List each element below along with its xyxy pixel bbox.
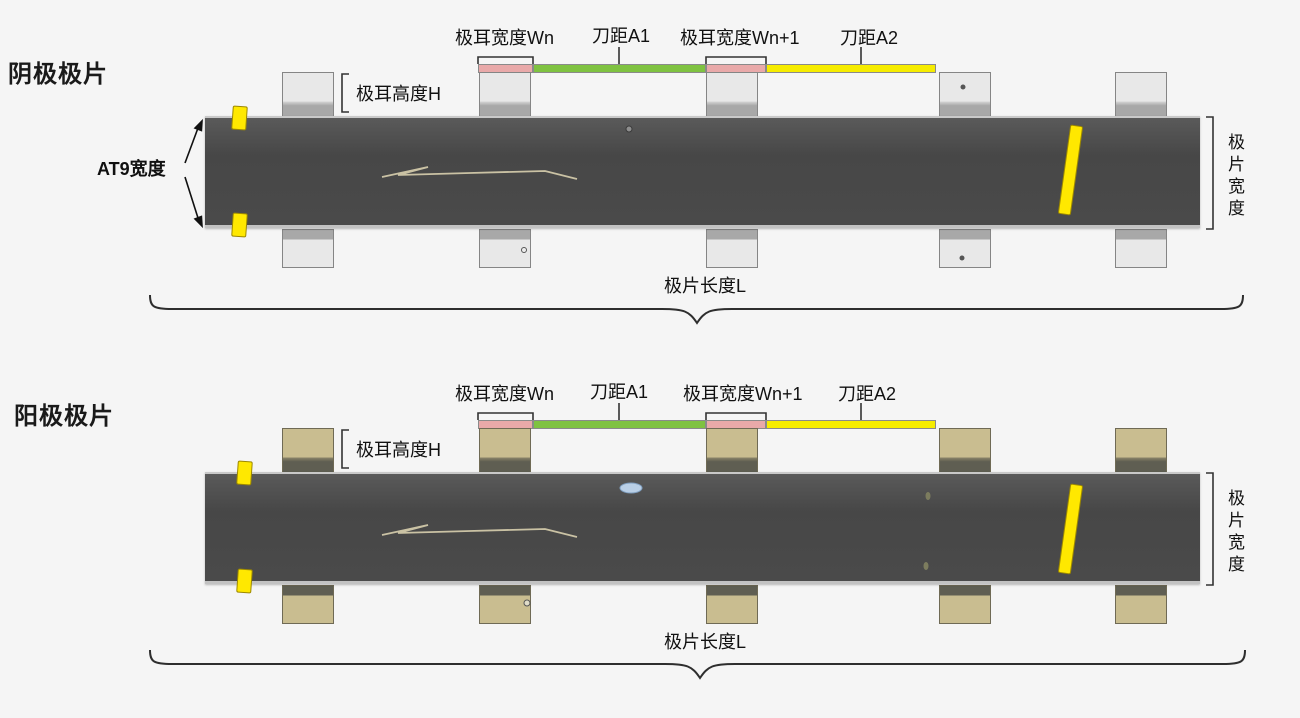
cathode-tab-width-wn-label: 极耳宽度Wn [455,28,554,48]
at9-arrows [184,118,203,229]
anode-defect-marker-top-left [236,460,253,486]
cathode-sheet-width-label: 极片宽度 [1225,133,1244,221]
anode-title: 阳极极片 [14,403,114,430]
cathode-sheet-width-bracket [1206,116,1214,230]
cathode-blade-pitch-a1-label: 刀距A1 [592,26,651,46]
cathode-tab-top-1 [282,72,334,117]
anode-tab-top-3 [706,428,758,473]
anode-wn1-measure-bracket [705,412,767,420]
anode-blade-pitch-a1-label: 刀距A1 [590,382,649,402]
cathode-defect-marker-bottom-left [231,212,248,238]
cathode-title: 阴极极片 [8,61,108,88]
anode-tab-bottom-4 [939,585,991,624]
cathode-tab-height-label: 极耳高度H [356,84,441,104]
anode-tab-bottom-1 [282,585,334,624]
anode-sheet-width-bracket [1206,472,1214,586]
anode-tab-top-1 [282,428,334,473]
cathode-tab-top-5 [1115,72,1167,117]
anode-tab-top-4 [939,428,991,473]
anode-blade-pitch-a1-bar [533,420,706,429]
anode-wn-measure-bracket [477,412,534,420]
cathode-defect-marker-top-left [231,105,248,131]
anode-sheet-length-label: 极片长度L [663,632,746,652]
cathode-tab-bottom-1 [282,229,334,268]
anode-defect-marker-bottom-left [236,568,253,594]
cathode-blade-pitch-a2-label: 刀距A2 [840,28,899,48]
cathode-tab-width-wn1-label: 极耳宽度Wn+1 [680,28,800,48]
anode-sheet-width-label: 极片宽度 [1225,489,1244,577]
anode-blade-pitch-a2-label: 刀距A2 [838,384,897,404]
anode-tab-bottom-3 [706,585,758,624]
anode-tab-bottom-2 [479,585,531,624]
cathode-tab-top-2 [479,72,531,117]
anode-blade-pitch-a2-bar [766,420,936,429]
cathode-blade-pitch-a2-bar [766,64,936,73]
cathode-length-brace [149,294,1244,325]
anode-tab-top-5 [1115,428,1167,473]
cathode-tab-top-4 [939,72,991,117]
cathode-tab-height-bracket [341,73,349,113]
cathode-tab-bottom-3 [706,229,758,268]
cathode-sheet-length-label: 极片长度L [663,276,746,296]
cathode-electrode-strip [205,116,1200,228]
anode-tab-width-wn1-label: 极耳宽度Wn+1 [683,384,803,404]
cathode-tab-bottom-4 [939,229,991,268]
cathode-wn1-measure-bracket [705,56,767,64]
cathode-at9-width-label: AT9宽度 [97,159,166,179]
anode-tab-top-2 [479,428,531,473]
anode-tab-height-bracket [341,429,349,469]
anode-length-brace [149,649,1246,680]
anode-tab-bottom-5 [1115,585,1167,624]
cathode-tab-bottom-2 [479,229,531,268]
anode-electrode-strip [205,472,1200,584]
cathode-tab-top-3 [706,72,758,117]
cathode-wn-measure-bracket [477,56,534,64]
anode-tab-width-wn-label: 极耳宽度Wn [455,384,554,404]
anode-tab-height-label: 极耳高度H [356,440,441,460]
cathode-blade-pitch-a1-bar [533,64,706,73]
cathode-tab-bottom-5 [1115,229,1167,268]
